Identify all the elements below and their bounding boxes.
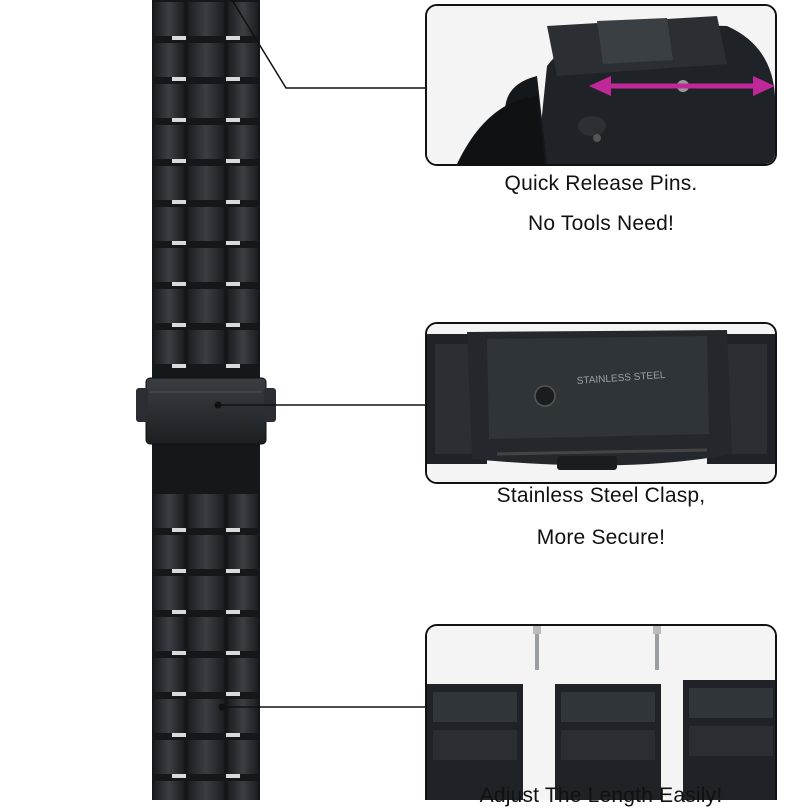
- feature-2-caption-line-2: More Secure!: [536, 526, 666, 549]
- link-removal-illustration: [427, 626, 775, 800]
- strap-link: [154, 330, 258, 368]
- strap-link: [154, 125, 258, 163]
- link-segment-middle: [555, 684, 661, 800]
- strap-link: [154, 576, 258, 614]
- strap-link: [154, 494, 258, 532]
- strap-link: [154, 535, 258, 573]
- feature-1-caption-line-2: No Tools Need!: [528, 212, 674, 235]
- strap-link: [154, 43, 258, 81]
- watch-strap-image: [136, 0, 276, 800]
- strap-link: [154, 289, 258, 327]
- adjust-length-detail-panel: [425, 624, 777, 800]
- link-segment-right: [683, 680, 775, 800]
- strap-link: [154, 207, 258, 245]
- strap-link: [154, 658, 258, 696]
- strap-link: [154, 84, 258, 122]
- strap-link: [154, 781, 258, 800]
- strap-link: [154, 740, 258, 778]
- quick-release-detail-panel: [425, 4, 777, 166]
- strap-link: [154, 699, 258, 737]
- clasp: [136, 377, 276, 445]
- strap-link: [154, 2, 258, 40]
- link-segment-left: [427, 684, 523, 800]
- double-arrow-icon: [589, 76, 775, 96]
- strap-link: [154, 617, 258, 655]
- pin-2: [653, 626, 661, 670]
- feature-3-caption: Adjust The Length Easily!: [479, 784, 723, 807]
- feature-1-caption-line-1: Quick Release Pins.: [504, 172, 698, 195]
- strap-link: [154, 166, 258, 204]
- strap-link: [154, 248, 258, 286]
- feature-2-caption-line-1: Stainless Steel Clasp,: [496, 484, 706, 507]
- quick-release-pin-illustration: [427, 6, 775, 164]
- pin-1: [533, 626, 541, 670]
- clasp-illustration: STAINLESS STEEL: [427, 324, 775, 482]
- clasp-detail-panel: STAINLESS STEEL: [425, 322, 777, 484]
